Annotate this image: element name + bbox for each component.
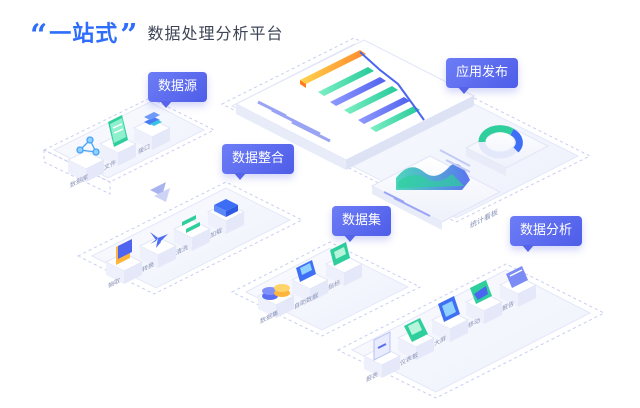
data-analysis-platform: [350, 266, 592, 393]
source-item-api: [132, 112, 172, 150]
open-quote: “: [30, 18, 48, 53]
app-publish-platform: [230, 39, 580, 230]
tag-dataset: 数据集: [332, 206, 392, 242]
page-title: “ 一站式 ” 数据处理分析平台: [30, 16, 284, 53]
data-integration-platform: [90, 187, 292, 289]
flow-arrow: [150, 182, 170, 202]
title-highlight: 一站式: [49, 22, 119, 47]
tag-data-integration: 数据整合: [222, 144, 295, 180]
tag-app-publish: 应用发布: [446, 58, 519, 94]
title-subtitle: 数据处理分析平台: [147, 24, 284, 43]
dataset-platform: [244, 242, 410, 331]
data-source-platform: [52, 101, 206, 182]
publish-text-lines: [257, 100, 331, 143]
close-quote: ”: [120, 18, 138, 53]
publish-bar-chart: [300, 50, 425, 132]
tag-data-analysis: 数据分析: [510, 216, 583, 252]
publish-donut-chart: [478, 125, 523, 159]
tag-data-source: 数据源: [148, 72, 208, 108]
source-item-file: [98, 115, 138, 166]
source-item-db: [66, 136, 106, 182]
